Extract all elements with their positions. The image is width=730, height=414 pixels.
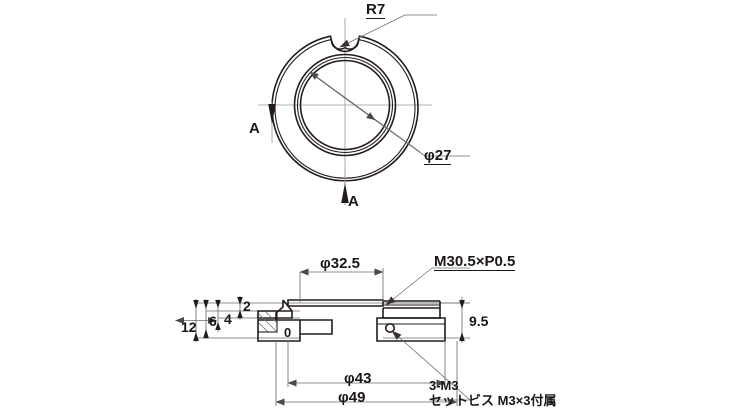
dim-2-label: 2 (243, 298, 251, 314)
dim-phi43 (287, 341, 446, 387)
top-notch-detail (330, 40, 360, 53)
dim-phi325 (299, 268, 384, 302)
dim-6 (203, 299, 209, 339)
dim-phi325-label: φ32.5 (320, 255, 360, 272)
dim-2 (237, 296, 243, 320)
screw-callout-line1-label: 3-M3 (429, 378, 459, 393)
dim-4 (215, 299, 221, 332)
screw-callout-line2-label: セットビス M3×3付属 (429, 393, 557, 408)
section-right-body (376, 300, 446, 342)
radius-callout-label: R7 (366, 1, 386, 19)
dim-12 (175, 299, 217, 342)
radius-leader (339, 14, 437, 48)
dim-6-label: 6 (209, 313, 217, 329)
dim-95-label: 9.5 (469, 313, 489, 329)
plan-view-group (258, 14, 470, 205)
section-left-body (257, 299, 384, 342)
dim-0-label: 0 (284, 325, 292, 340)
thread-callout-leader (385, 267, 470, 306)
section-arrow-left (268, 102, 276, 143)
dim-phi43-label: φ43 (344, 370, 372, 387)
screw-callout-leader (391, 330, 471, 401)
section-view-group (175, 267, 471, 406)
dim-95 (459, 297, 465, 343)
inner-bore-circles (293, 53, 397, 157)
dim-phi49 (275, 341, 458, 406)
bore-diameter-leader (309, 71, 470, 157)
bore-diameter-label: φ27 (424, 147, 452, 165)
dim-12-label: 12 (181, 319, 197, 335)
section-arrow-bottom (341, 172, 349, 205)
dim-phi49-label: φ49 (338, 389, 366, 406)
thread-callout-label: M30.5×P0.5 (434, 253, 516, 271)
section-mark-left-label: A (249, 120, 260, 137)
section-mark-bottom-label: A (348, 193, 359, 210)
dim-4-label: 4 (224, 311, 232, 327)
section-hatch-left (257, 311, 278, 333)
